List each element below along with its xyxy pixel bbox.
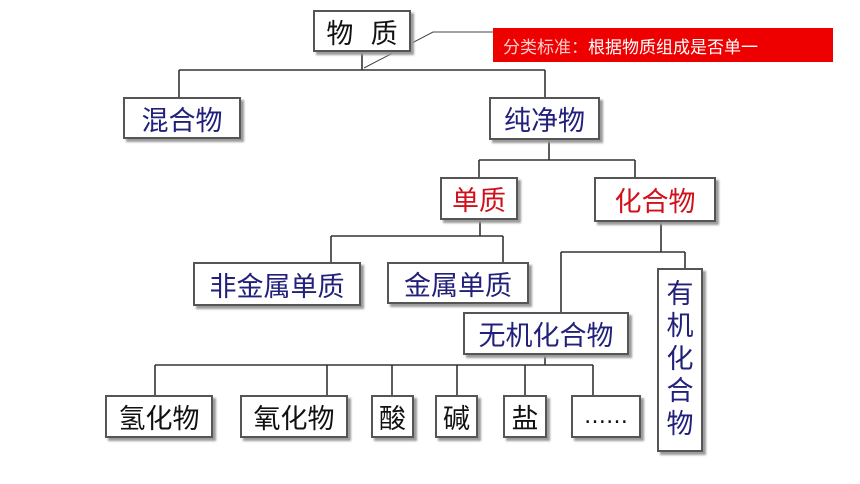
ellipsis-label: …… — [584, 404, 628, 429]
node-mixture: 混合物 — [123, 97, 241, 139]
organic-char: 有 — [666, 279, 694, 311]
node-organic-compound: 有 机 化 合 物 — [657, 268, 703, 452]
criterion-prefix: 分类标准： — [503, 37, 588, 58]
acid-label: 酸 — [379, 404, 406, 435]
pure-substance-label: 纯净物 — [504, 106, 585, 137]
base-label: 碱 — [443, 404, 470, 435]
oxide-label: 氧化物 — [253, 404, 335, 435]
node-metal-element: 金属单质 — [387, 262, 529, 304]
mixture-label: 混合物 — [141, 105, 223, 137]
node-oxide: 氧化物 — [240, 395, 348, 438]
organic-char: 合 — [666, 376, 694, 408]
node-ellipsis: …… — [571, 395, 641, 438]
criterion-leader-line — [363, 31, 493, 69]
nonmetal-element-label: 非金属单质 — [209, 271, 345, 303]
root-node-matter: 物 质 — [313, 10, 411, 52]
compound-label: 化合物 — [614, 187, 696, 218]
node-element: 单质 — [440, 177, 518, 220]
node-acid: 酸 — [371, 395, 414, 438]
organic-char: 机 — [666, 311, 694, 343]
element-label: 单质 — [452, 186, 506, 217]
node-inorganic-compound: 无机化合物 — [463, 312, 629, 355]
node-compound: 化合物 — [594, 177, 716, 222]
criterion-text: 根据物质组成是否单一 — [588, 37, 758, 58]
inorganic-compound-label: 无机化合物 — [478, 321, 614, 352]
node-pure-substance: 纯净物 — [489, 97, 600, 140]
classification-criterion-callout: 分类标准： 根据物质组成是否单一 — [493, 28, 833, 62]
organic-char: 化 — [666, 343, 694, 375]
organic-char: 物 — [666, 408, 694, 440]
node-salt: 盐 — [503, 395, 547, 438]
node-nonmetal-element: 非金属单质 — [193, 262, 361, 306]
root-label: 物 质 — [326, 18, 398, 50]
salt-label: 盐 — [511, 404, 539, 435]
node-base: 碱 — [435, 395, 478, 438]
node-hydride: 氢化物 — [105, 395, 213, 438]
hydride-label: 氢化物 — [118, 404, 200, 435]
metal-element-label: 金属单质 — [404, 270, 512, 302]
